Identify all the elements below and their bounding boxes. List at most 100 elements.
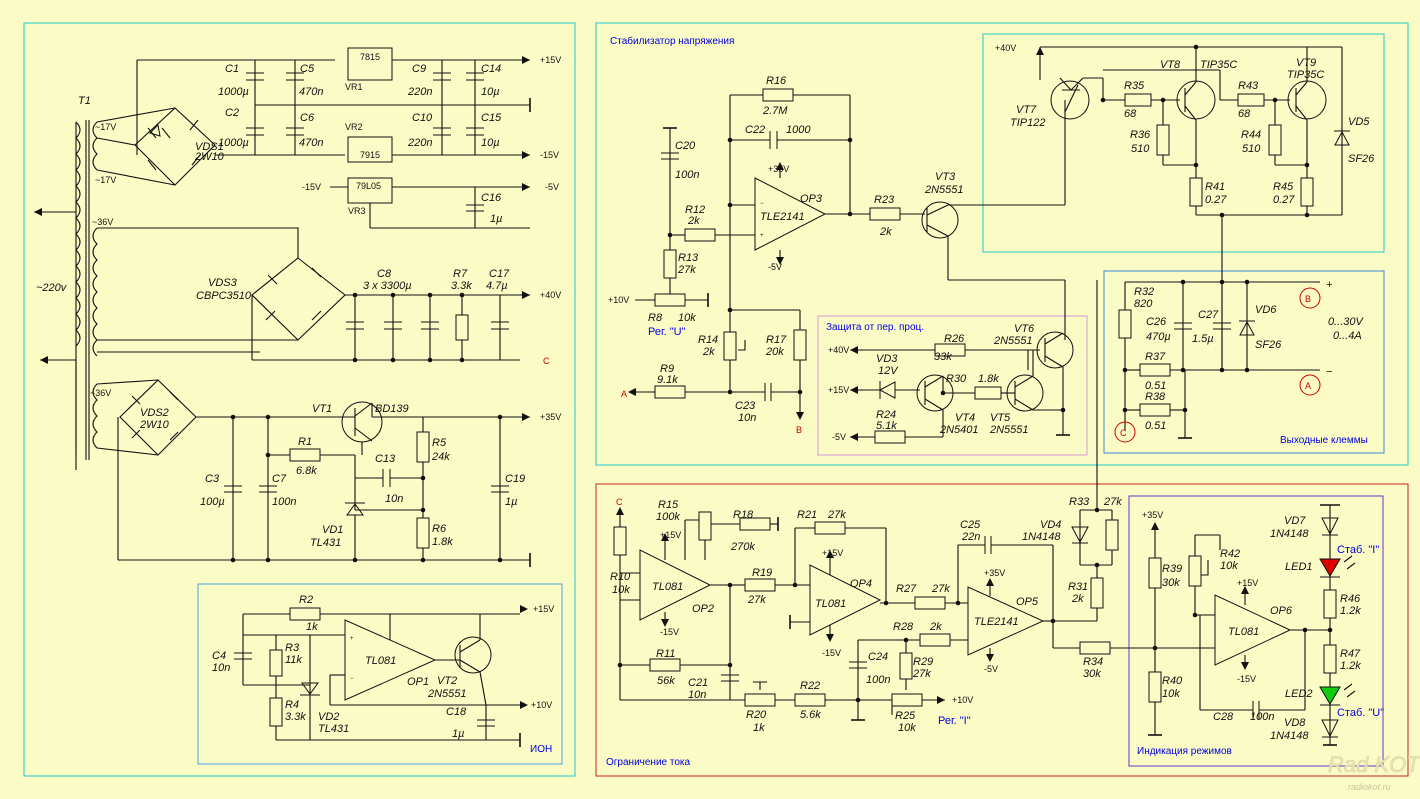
op2-m15-label: -15V [660,627,679,637]
r18-label: R18 [733,509,754,521]
r3-label: R3 [285,642,300,654]
c15-value: 10µ [481,137,500,149]
section-title-indication: Индикация режимов [1137,746,1232,757]
output-terminals: R32 820 C26 470µ C27 1.5µ VD6 SF26 R37 0… [1096,279,1365,510]
r37-value: 0.51 [1145,380,1166,392]
c5-value: 470n [299,86,323,98]
r19-label: R19 [752,567,772,579]
ion-p15-label: +15V [533,604,554,614]
prot-p40-label: +40V [828,345,849,355]
op3-value: TLE2141 [760,211,805,223]
r1-label: R1 [298,436,312,448]
op1-label: OP1 [407,676,429,688]
vr1-type: 7815 [360,52,380,62]
r41-label: R41 [1205,181,1225,193]
r45-value: 0.27 [1273,194,1295,206]
vds3-label: VDS3 [208,277,238,289]
vd7-value: 1N4148 [1270,528,1309,540]
vd2-value: TL431 [318,723,349,735]
r15-value: 100k [656,511,680,523]
r35-value: 68 [1124,108,1137,120]
r22-label: R22 [800,680,820,692]
watermark-logo: Rad KOT [1328,752,1420,777]
output-stage-frame [982,33,1385,253]
vds1-value: 2W10 [194,151,225,163]
op6-label: OP6 [1270,605,1293,617]
c27-value: 1.5µ [1192,333,1214,345]
r37-label: R37 [1145,351,1166,363]
r41-value: 0.27 [1205,194,1227,206]
c23-label: C23 [735,400,756,412]
vt9-value: TIP35C [1287,69,1324,81]
c26-value: 470µ [1146,331,1171,343]
c9-value: 220n [407,86,432,98]
terminal-a-label: A [1305,381,1311,391]
r42-label: R42 [1220,548,1240,560]
r40-label: R40 [1162,675,1183,687]
terminal-minus-label: − [1326,366,1333,378]
op4-value: TL081 [815,598,846,610]
r47-label: R47 [1340,648,1361,660]
r40-value: 10k [1162,688,1180,700]
c20-value: 100n [675,169,699,181]
transformer-t1: T1 ~220v ~17V ~17V ~36V ~36V [34,95,116,470]
op3-p35-label: +35V [768,164,789,174]
voltage-stabilizer: −+ OP3 TLE2141 +35V -5V R16 2.7M C22 100… [608,43,1375,435]
r26-label: R26 [944,333,965,345]
watermark-site: radiokot.ru [1348,782,1391,792]
vt8-value: TIP35C [1200,59,1237,71]
r30-label: R30 [946,373,967,385]
c22-value: 1000 [786,124,811,136]
r31-value: 2k [1071,593,1084,605]
r11-label: R11 [656,648,675,660]
op4-label: OP4 [850,578,872,590]
c10-value: 220n [407,137,432,149]
c2-value: 1000µ [218,137,249,149]
r16-label: R16 [766,75,787,87]
prot-p15-label: +15V [828,385,849,395]
c22-label: C22 [745,124,765,136]
r29-value: 27k [912,668,931,680]
r36-label: R36 [1130,129,1151,141]
op2-label: OP2 [692,603,714,615]
c10-label: C10 [412,112,433,124]
vt3-value: 2N5551 [924,184,964,196]
r5-label: R5 [432,437,447,449]
c1-value: 1000µ [218,86,249,98]
vt8-label: VT8 [1160,59,1181,71]
net-a-label: A [621,389,627,399]
op4-m15-label: -15V [822,648,841,658]
r23-value: 2k [879,226,892,238]
rail-p40-label: +40V [540,290,561,300]
op5-value: TLE2141 [974,616,1019,628]
c3-label: C3 [205,473,220,485]
vd6-label: VD6 [1255,304,1277,316]
r32-value: 820 [1134,298,1153,310]
c9-label: C9 [412,63,426,75]
c1-label: C1 [225,63,239,75]
op3-m5-label: -5V [768,262,782,272]
vt2-label: VT2 [437,675,457,687]
section-title-output: Выходные клеммы [1280,435,1368,446]
c20-label: C20 [675,140,696,152]
r21-value: 27k [827,509,846,521]
r30-value: 1.8k [978,373,999,385]
c6-value: 470n [299,137,323,149]
section-title-protection: Защита от пер. проц. [826,322,924,333]
power-supply-frame [23,22,576,777]
transformer-label: T1 [78,95,91,107]
vds1-label: VDS1 [195,141,224,153]
r2-label: R2 [299,594,313,606]
c7-value: 100n [272,496,296,508]
c8-value: 3 x 3300µ [363,280,412,292]
r17-label: R17 [766,334,787,346]
c28-label: C28 [1213,711,1234,723]
rail-m15-in-label: -15V [302,182,321,192]
reference-source: R2 1k C4 10n R3 11k R4 3.3k VD2 TL431 OP… [212,594,554,748]
vt1-value: BD139 [375,403,409,415]
c14-value: 10µ [481,86,500,98]
section-title-current-limit: Ограничение тока [606,757,691,768]
r12-value: 2k [687,215,700,227]
net-b-label: B [796,425,802,435]
c15-label: C15 [481,112,502,124]
